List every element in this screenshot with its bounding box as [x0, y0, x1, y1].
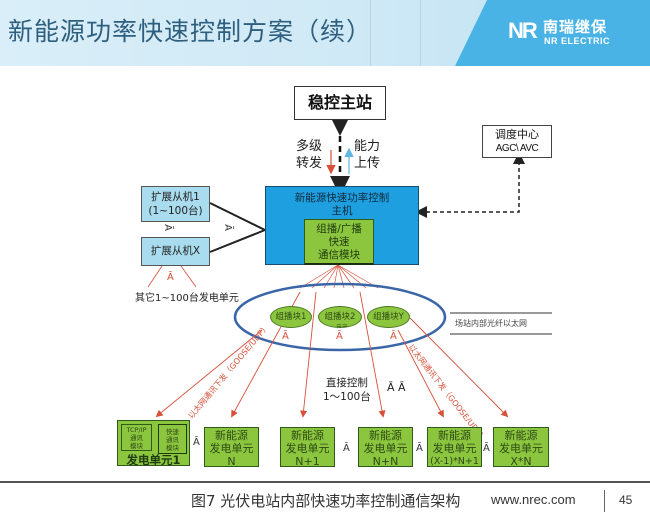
- downlink-arrow: [155, 329, 263, 418]
- ext-slave-x-label: 扩展从机X: [150, 245, 201, 257]
- ext-slave-1-range: (1~100台): [148, 205, 203, 217]
- ellipsis-mark: Ā: [336, 331, 343, 342]
- gen-unit-line: 发电单元: [432, 442, 477, 455]
- downlink-arrow: [397, 329, 444, 418]
- ext-slave-1-label: 扩展从机1: [151, 191, 200, 203]
- upload-label: 能力 上传: [354, 138, 380, 172]
- multicast-group-label: 组播块1: [275, 312, 307, 322]
- direct-control-line: 1～100台: [323, 391, 371, 403]
- other-units-link: [180, 265, 197, 288]
- ellipsis-mark: Ā: [221, 224, 233, 231]
- footer-url[interactable]: www.nrec.com: [491, 492, 576, 507]
- gen-unit: 新能源 发电单元 X*N: [493, 427, 549, 468]
- upload-label-line: 上传: [354, 156, 381, 171]
- downlink-arrow: [359, 291, 386, 418]
- gen-unit-1-label: 发电单元1: [126, 453, 181, 467]
- downlink-arrow: [409, 317, 509, 418]
- tcp-module-line: TCP/IP: [126, 426, 147, 434]
- gen-unit-1: TCP/IP 通讯 模块 快速 通讯 模块 发电单元1: [117, 420, 190, 466]
- multicast-group-1: 组播块1: [270, 306, 312, 328]
- ext-slave-x: 扩展从机X: [141, 237, 210, 266]
- ellipsis-mark: Ā: [161, 224, 173, 231]
- logo-text-en: NR ELECTRIC: [544, 36, 610, 46]
- gen-unit-line: 新能源: [438, 429, 471, 442]
- logo-text-cn: 南瑞继保: [543, 18, 608, 36]
- tower-decoration: [420, 0, 421, 66]
- dispatch-center-sub: AGC\ AVC: [495, 143, 539, 154]
- tcp-module-line: 模块: [130, 442, 143, 450]
- gen-unit: 新能源 发电单元 N: [204, 427, 259, 468]
- tower-decoration: [370, 0, 371, 66]
- forward-label-line: 转发: [296, 156, 323, 171]
- ellipsis-mark: Ā: [167, 272, 174, 283]
- multicast-group-2: 组播块2: [318, 306, 362, 328]
- gen-unit-line: 发电单元: [209, 442, 254, 455]
- gen-unit-line: 新能源: [504, 429, 538, 442]
- fast-module-line: 模块: [166, 444, 179, 452]
- footer-separator: [604, 490, 605, 512]
- ellipsis-mark: Ā: [483, 443, 490, 454]
- gen-unit: 新能源 发电单元 N+N: [358, 427, 413, 468]
- gen-unit-index: N+N: [372, 455, 399, 468]
- dispatch-center-box: 调度中心 AGC\ AVC: [482, 125, 552, 158]
- downlink-arrow: [299, 291, 317, 418]
- ellipsis-mark: Ā: [282, 331, 289, 342]
- slide-header: 新能源功率快速控制方案（续） NR 南瑞继保 NR ELECTRIC: [0, 0, 650, 66]
- master-station-label: 稳控主站: [307, 93, 372, 112]
- dispatch-link: [419, 152, 525, 213]
- gen-unit-index: N+1: [295, 455, 320, 468]
- main-unit-title: 新能源快速功率控制: [294, 192, 390, 204]
- gen-unit: 新能源 发电单元 (X-1)*N+1: [427, 427, 482, 467]
- multicast-group-y: 组播块Y: [367, 306, 410, 328]
- gen-unit-index: N: [227, 455, 236, 468]
- main-unit-subtitle: 主机: [331, 205, 353, 217]
- gen-unit-line: 新能源: [215, 429, 248, 442]
- slavex-link: [209, 229, 266, 253]
- ellipsis-mark: Ā: [343, 443, 350, 454]
- forward-label: 多级 转发: [296, 138, 322, 172]
- master-station-box: 稳控主站: [294, 86, 386, 120]
- footer-divider: [0, 481, 650, 483]
- gen-unit-index: X*N: [510, 455, 532, 468]
- upload-label-line: 能力: [354, 139, 381, 154]
- direct-control-line: 直接控制: [325, 377, 368, 389]
- dispatch-center-label: 调度中心: [495, 128, 539, 141]
- double-ellipsis: Ā Ā: [387, 381, 406, 394]
- comm-module-line: 快速: [328, 236, 350, 248]
- slide-title: 新能源功率快速控制方案（续）: [8, 17, 373, 46]
- fast-module-line: 通讯: [166, 436, 179, 444]
- logo-band: [455, 0, 650, 66]
- multicast-group-label: 组播块2: [324, 312, 356, 322]
- tcp-module: TCP/IP 通讯 模块: [121, 424, 152, 451]
- gen-unit-line: 新能源: [291, 429, 324, 442]
- tcp-module-line: 通讯: [130, 434, 143, 442]
- figure-caption: 图7 光伏电站内部快速功率控制通信架构: [191, 492, 461, 510]
- gen-unit-line: 发电单元: [499, 442, 543, 455]
- ellipsis-mark: Ā: [390, 331, 397, 342]
- gen-unit-line: 发电单元: [285, 442, 330, 455]
- fast-comm-module: 快速 通讯 模块: [158, 424, 187, 454]
- gen-unit-line: 发电单元: [363, 442, 408, 455]
- comm-module-line: 组播/广播: [316, 223, 362, 235]
- direct-control-label: 直接控制 1～100台: [323, 376, 371, 404]
- network-label: 场站内部光纤以太网: [455, 319, 527, 328]
- page-number: 45: [619, 493, 633, 507]
- gen-unit-index: (X-1)*N+1: [430, 456, 479, 467]
- gen-unit-line: 新能源: [369, 429, 402, 442]
- ellipsis-mark: Ā: [193, 437, 200, 448]
- comm-module: 组播/广播 快速 通信模块: [304, 219, 374, 265]
- ext-slave-1: 扩展从机1 (1~100台): [141, 186, 210, 222]
- other-units-link: [147, 265, 163, 288]
- gen-unit: 新能源 发电单元 N+1: [280, 427, 335, 468]
- logo-mark: NR: [508, 18, 538, 43]
- group2-sub: ==: [336, 322, 348, 330]
- network-ellipse: [233, 282, 447, 352]
- forward-label-line: 多级: [296, 139, 323, 154]
- multicast-group-label: 组播块Y: [373, 312, 404, 322]
- other-units-label: 其它1~100台发电单元: [135, 293, 239, 304]
- fast-module-line: 快速: [166, 428, 179, 436]
- ellipsis-mark: Ā: [416, 443, 423, 454]
- slave1-link: [209, 202, 266, 231]
- comm-module-line: 通信模块: [318, 249, 360, 261]
